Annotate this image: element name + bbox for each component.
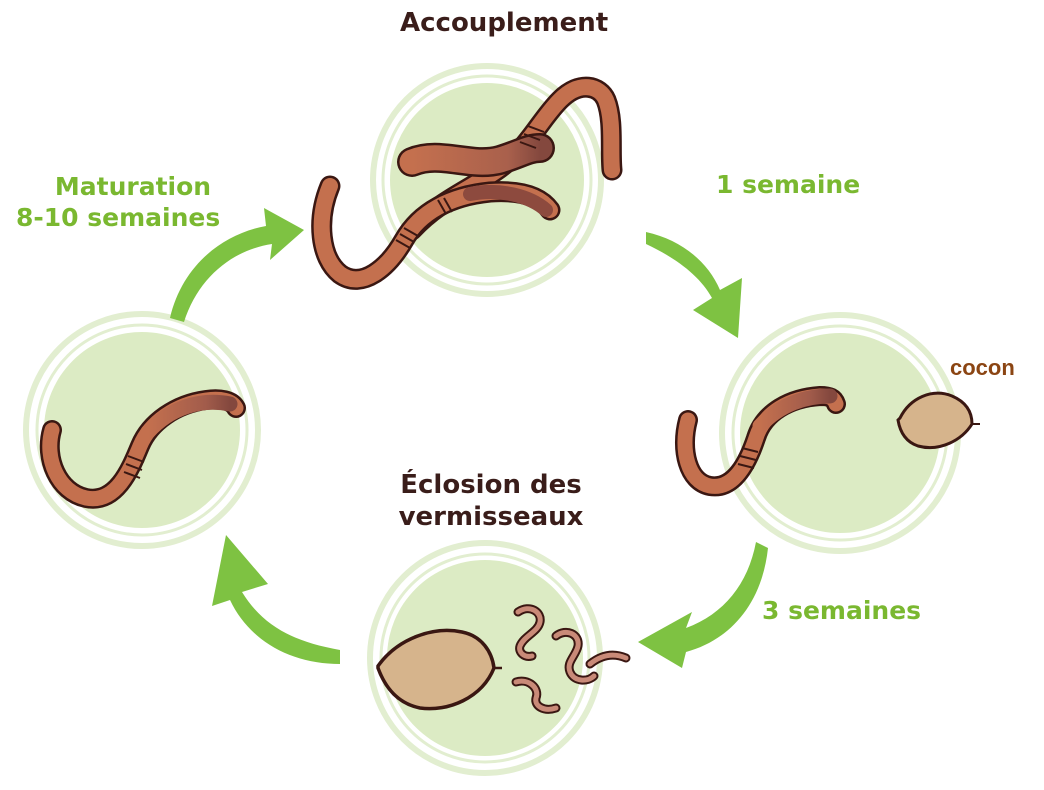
label-one-week: 1 semaine xyxy=(716,170,860,201)
label-three-weeks: 3 semaines xyxy=(762,596,921,627)
label-cocoon: cocon xyxy=(950,355,1015,382)
label-hatching: Éclosion des vermisseaux xyxy=(396,470,586,533)
label-maturation-line1: Maturation xyxy=(16,172,216,203)
label-mating: Accouplement xyxy=(400,8,608,40)
label-maturation: Maturation 8-10 semaines xyxy=(16,172,216,233)
arrow-mating-to-cocoon xyxy=(646,232,742,338)
label-maturation-line2: 8-10 semaines xyxy=(16,203,216,234)
arrow-hatching-to-juvenile xyxy=(212,535,340,664)
arrow-cocoon-to-hatching xyxy=(638,542,768,668)
label-hatching-line2: vermisseaux xyxy=(396,502,586,534)
label-hatching-line1: Éclosion des xyxy=(396,470,586,502)
